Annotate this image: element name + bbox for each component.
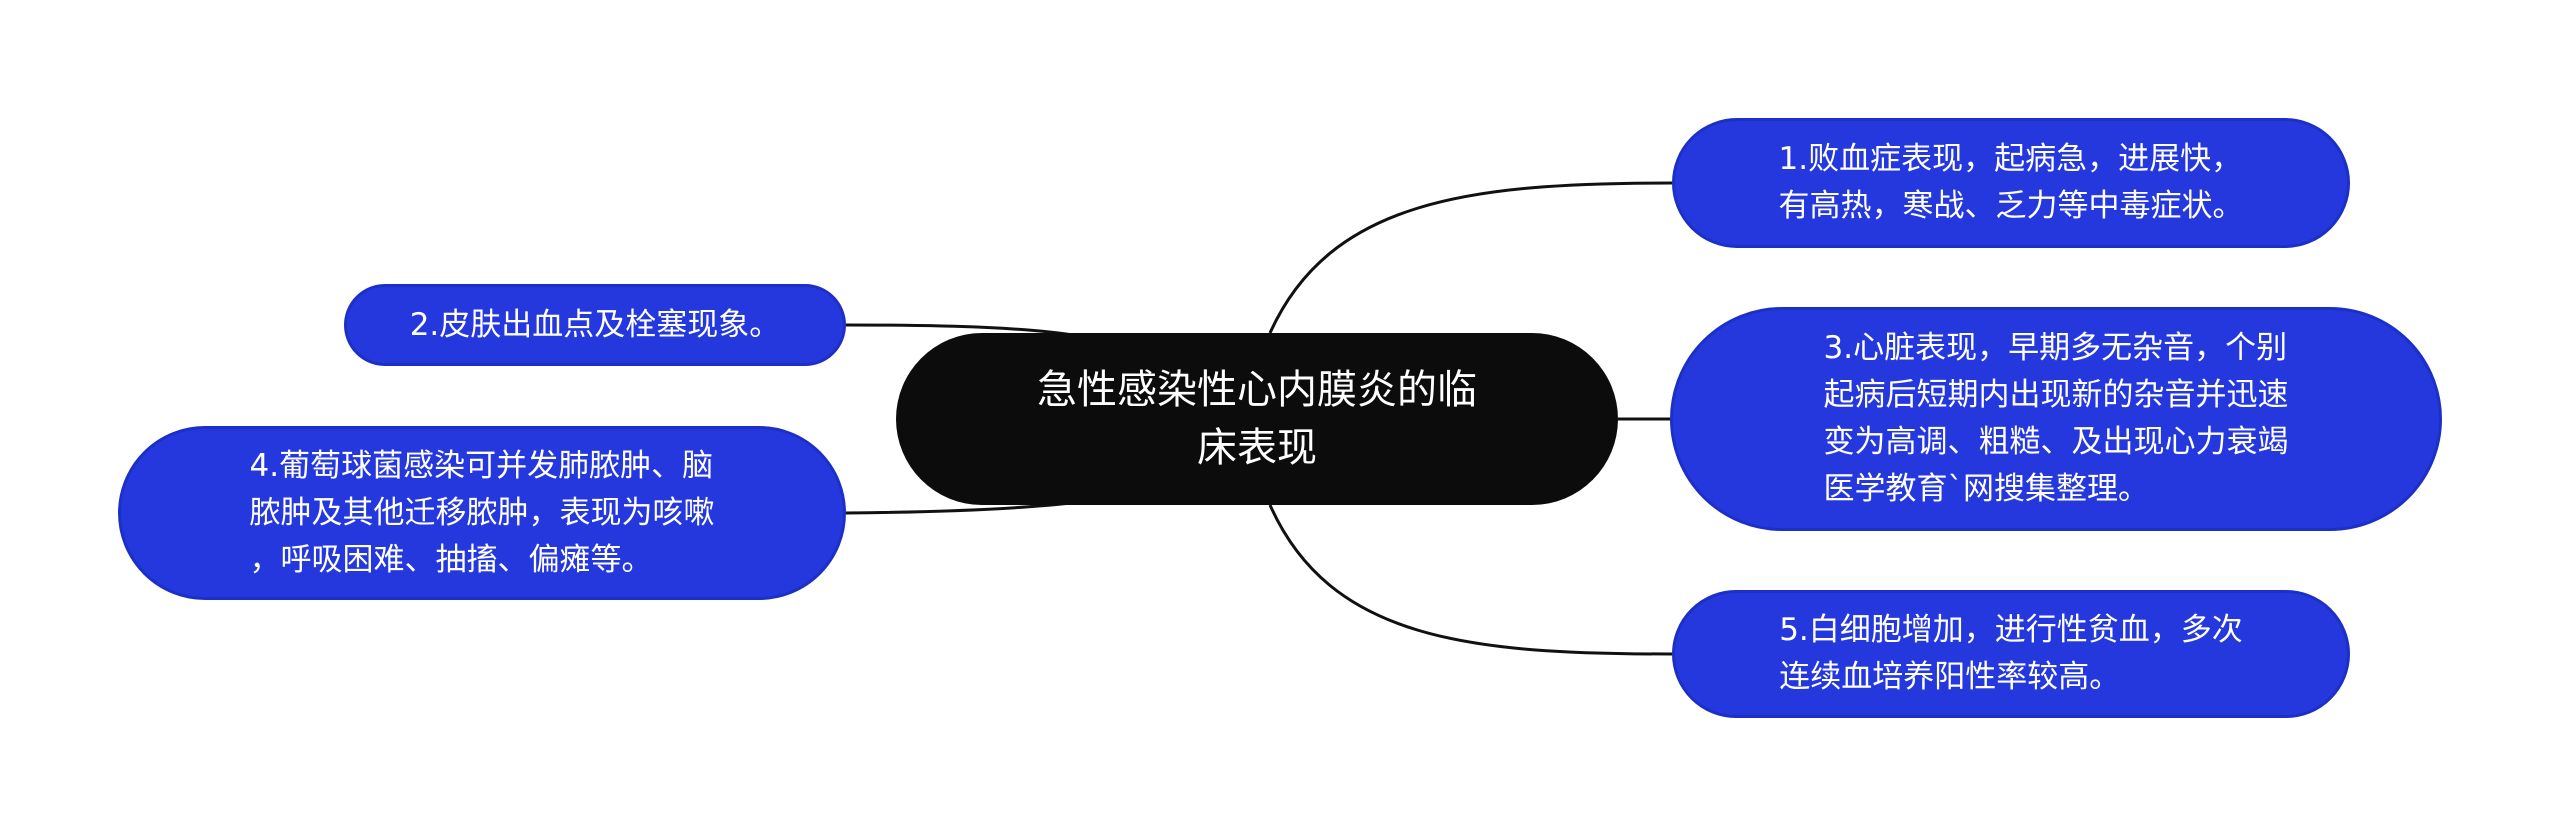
topic-node-4-label: 4.葡萄球菌感染可并发肺脓肿、脑 脓肿及其他迁移脓肿，表现为咳嗽 ，呼吸困难、抽… bbox=[249, 447, 715, 578]
connector-line-5 bbox=[1268, 504, 1673, 656]
topic-node-3[interactable]: 3.心脏表现，早期多无杂音，个别 起病后短期内出现新的杂音并迅速 变为高调、粗糙… bbox=[1670, 307, 2442, 531]
topic-node-4[interactable]: 4.葡萄球菌感染可并发肺脓肿、脑 脓肿及其他迁移脓肿，表现为咳嗽 ，呼吸困难、抽… bbox=[118, 426, 846, 600]
topic-node-3-label: 3.心脏表现，早期多无杂音，个别 起病后短期内出现新的杂音并迅速 变为高调、粗糙… bbox=[1823, 330, 2289, 507]
topic-node-1[interactable]: 1.败血症表现，起病急，进展快， 有高热，寒战、乏力等中毒症状。 bbox=[1672, 118, 2350, 248]
topic-node-1-label: 1.败血症表现，起病急，进展快， 有高热，寒战、乏力等中毒症状。 bbox=[1778, 141, 2244, 224]
topic-node-5[interactable]: 5.白细胞增加，进行性贫血，多次 连续血培养阳性率较高。 bbox=[1672, 590, 2350, 718]
topic-node-2[interactable]: 2.皮肤出血点及栓塞现象。 bbox=[344, 284, 846, 366]
central-topic[interactable]: 急性感染性心内膜炎的临 床表现 bbox=[896, 333, 1618, 505]
central-topic-label: 急性感染性心内膜炎的临 床表现 bbox=[1037, 367, 1477, 471]
topic-node-2-label: 2.皮肤出血点及栓塞现象。 bbox=[409, 306, 781, 343]
topic-node-5-label: 5.白细胞增加，进行性贫血，多次 连续血培养阳性率较高。 bbox=[1779, 612, 2243, 695]
connector-line-1 bbox=[1268, 181, 1673, 334]
